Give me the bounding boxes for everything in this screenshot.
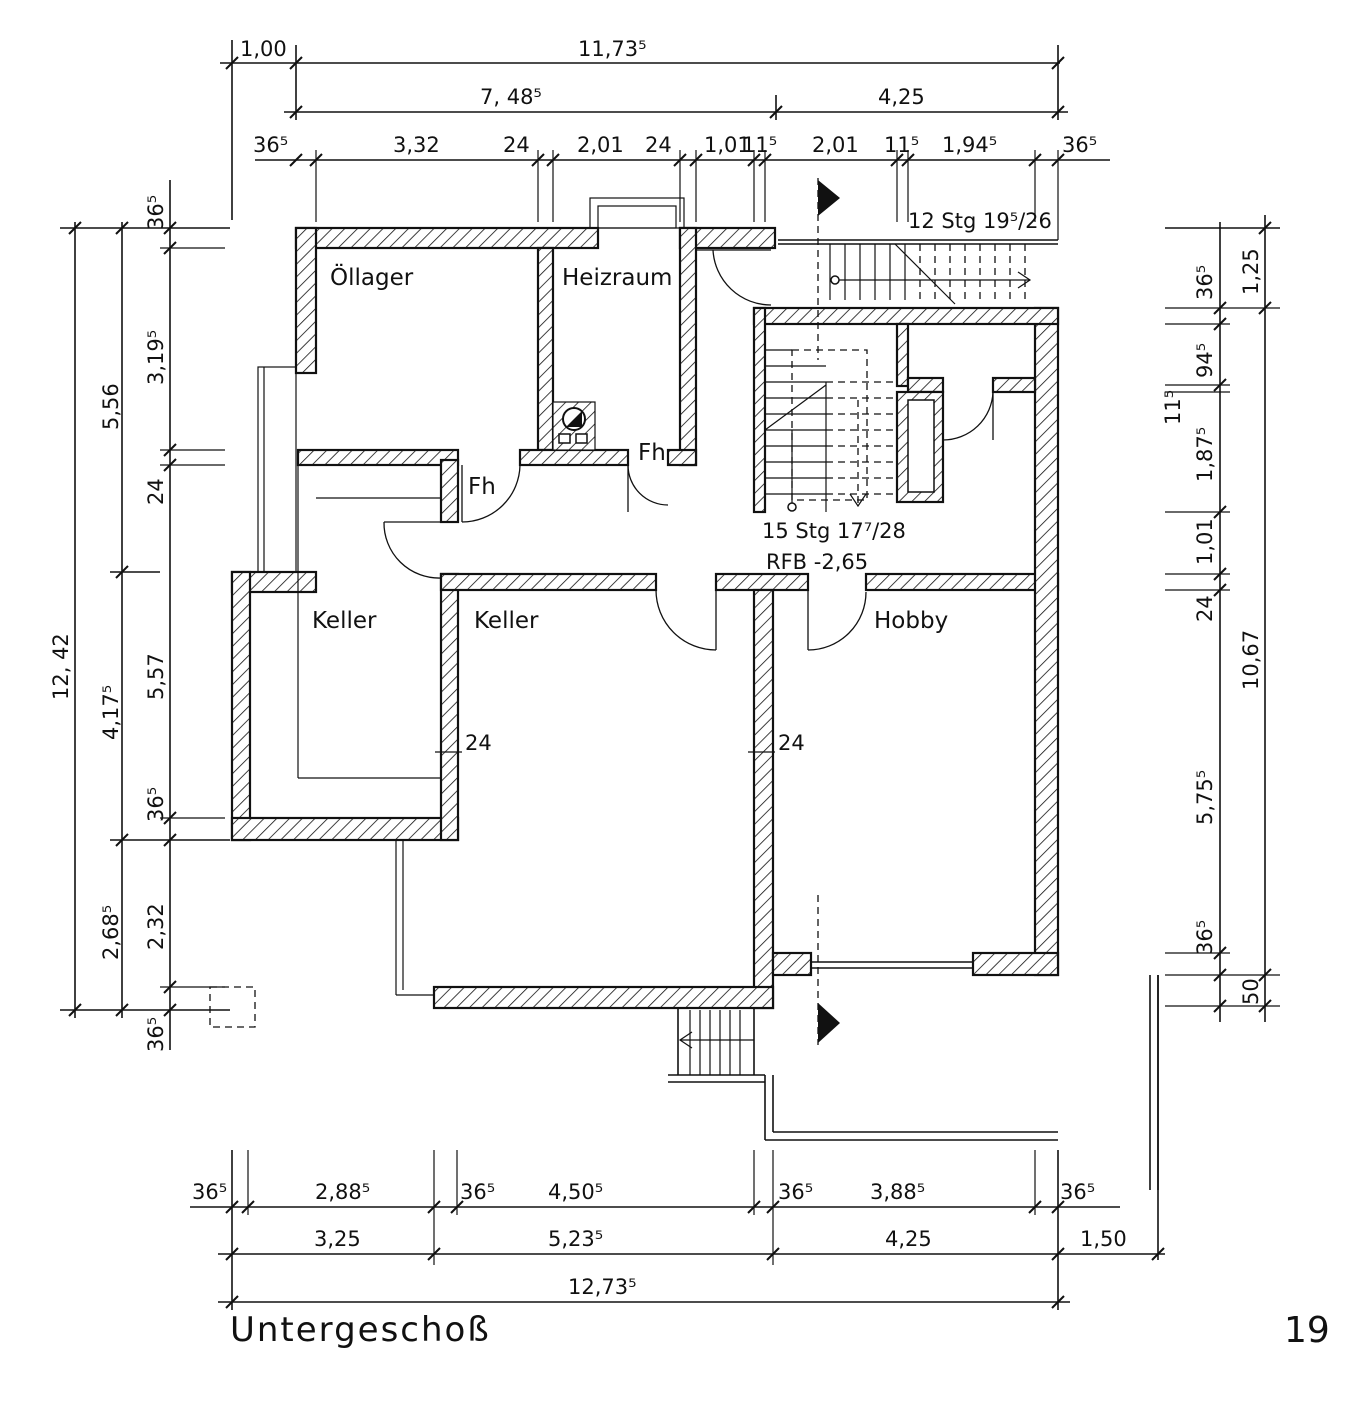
dim-bottom1-3: 4,50⁵ <box>548 1180 603 1204</box>
dim-top2-1: 4,25 <box>878 85 925 109</box>
dim-left-inner-4: 36⁵ <box>144 787 168 822</box>
dim-left-inner-3: 5,57 <box>144 653 168 700</box>
dim-bottom1-5: 3,88⁵ <box>870 1180 925 1204</box>
dim-right-inner-6: 5,75⁵ <box>1193 770 1217 825</box>
dim-right-inner-8: 50 <box>1239 978 1263 1005</box>
page-number: 19 <box>1284 1310 1330 1351</box>
dim-right-inner-4: 1,01 <box>1193 518 1217 565</box>
dim-top1-1: 11,73⁵ <box>578 37 647 61</box>
room-label-heizraum: Heizraum <box>562 265 672 291</box>
dim-bottom1-2: 36⁵ <box>460 1180 495 1204</box>
dim-left-inner-0: 36⁵ <box>144 195 168 230</box>
dim-bottom2-3: 1,50 <box>1080 1227 1127 1251</box>
dim-bottom3-0: 12,73⁵ <box>568 1275 637 1299</box>
label-fh-2: Fh <box>638 440 666 466</box>
dim-top3-4: 24 <box>645 133 672 157</box>
dim-right-inner-7: 36⁵ <box>1193 920 1217 955</box>
left-dimension-chain: 12, 42 5,56 4,17⁵ 2,68⁵ 36⁵ 3,19⁵ 24 5,5… <box>49 180 230 1052</box>
dim-top3-7: 2,01 <box>812 133 859 157</box>
page-caption: Untergeschoß <box>230 1310 491 1350</box>
dim-right-inner-5: 24 <box>1193 595 1217 622</box>
dim-right-outer-0: 1,25 <box>1239 248 1263 295</box>
note-stair-inner: 15 Stg 17⁷/28 <box>762 519 906 543</box>
note-wall-24-a: 24 <box>465 731 492 755</box>
dim-top3-1: 3,32 <box>393 133 440 157</box>
doors <box>383 249 994 651</box>
right-dimension-chain: 36⁵ 94⁵ 11⁵ 1,87⁵ 1,01 24 5,75⁵ 36⁵ 50 1… <box>1161 215 1280 1022</box>
top-dimension-chain: 1,00 11,73⁵ 7, 48⁵ 4,25 36⁵ 3,32 24 2,01… <box>220 37 1110 240</box>
dim-left-mid-0: 5,56 <box>99 383 123 430</box>
dim-right-inner-3: 1,87⁵ <box>1193 427 1217 482</box>
dim-top3-8: 11⁵ <box>884 133 919 157</box>
bottom-dimension-chain: 36⁵ 2,88⁵ 36⁵ 4,50⁵ 36⁵ 3,88⁵ 36⁵ 3,25 5… <box>190 975 1165 1310</box>
dim-left-inner-1: 3,19⁵ <box>144 330 168 385</box>
dim-left-outer: 12, 42 <box>49 633 73 700</box>
dim-top2-0: 7, 48⁵ <box>480 85 542 109</box>
dim-top3-2: 24 <box>503 133 530 157</box>
note-rfb: RFB -2,65 <box>766 550 868 574</box>
dim-bottom2-1: 5,23⁵ <box>548 1227 603 1251</box>
dim-top3-0: 36⁵ <box>253 133 288 157</box>
stairs <box>677 239 1058 1075</box>
label-fh-1: Fh <box>468 474 496 500</box>
dim-top3-10: 36⁵ <box>1062 133 1097 157</box>
dim-bottom1-1: 2,88⁵ <box>315 1180 370 1204</box>
dim-top3-3: 2,01 <box>577 133 624 157</box>
walls <box>209 197 1159 1190</box>
section-arrow-bottom-icon <box>818 1003 840 1043</box>
room-label-keller-mid: Keller <box>474 608 539 634</box>
dim-left-inner-5: 2,32 <box>144 903 168 950</box>
room-labels: Öllager Heizraum Keller Keller Hobby Fh … <box>312 209 1052 755</box>
dim-right-inner-2: 11⁵ <box>1161 390 1185 425</box>
room-label-oellager: Öllager <box>330 263 414 291</box>
dim-bottom2-0: 3,25 <box>314 1227 361 1251</box>
dim-top3-5: 1,01 <box>704 133 751 157</box>
dim-left-mid-1: 4,17⁵ <box>99 685 123 740</box>
note-stair-outer: 12 Stg 19⁵/26 <box>908 209 1052 233</box>
dim-left-mid-2: 2,68⁵ <box>99 905 123 960</box>
dim-left-inner-6: 36⁵ <box>144 1017 168 1052</box>
dim-bottom1-4: 36⁵ <box>778 1180 813 1204</box>
dim-top1-0: 1,00 <box>240 37 287 61</box>
room-label-keller-left: Keller <box>312 608 377 634</box>
dim-top3-6: 11⁵ <box>742 133 777 157</box>
dim-bottom2-2: 4,25 <box>885 1227 932 1251</box>
dim-right-inner-0: 36⁵ <box>1193 265 1217 300</box>
dim-top3-9: 1,94⁵ <box>942 133 997 157</box>
dim-left-inner-2: 24 <box>144 478 168 505</box>
dim-right-outer-1: 10,67 <box>1239 630 1263 690</box>
room-label-hobby: Hobby <box>874 608 948 634</box>
dim-bottom1-6: 36⁵ <box>1060 1180 1095 1204</box>
section-markers <box>552 178 840 1045</box>
note-wall-24-b: 24 <box>778 731 805 755</box>
dim-bottom1-0: 36⁵ <box>192 1180 227 1204</box>
dim-right-inner-1: 94⁵ <box>1193 343 1217 378</box>
section-arrow-top-icon <box>818 180 840 216</box>
